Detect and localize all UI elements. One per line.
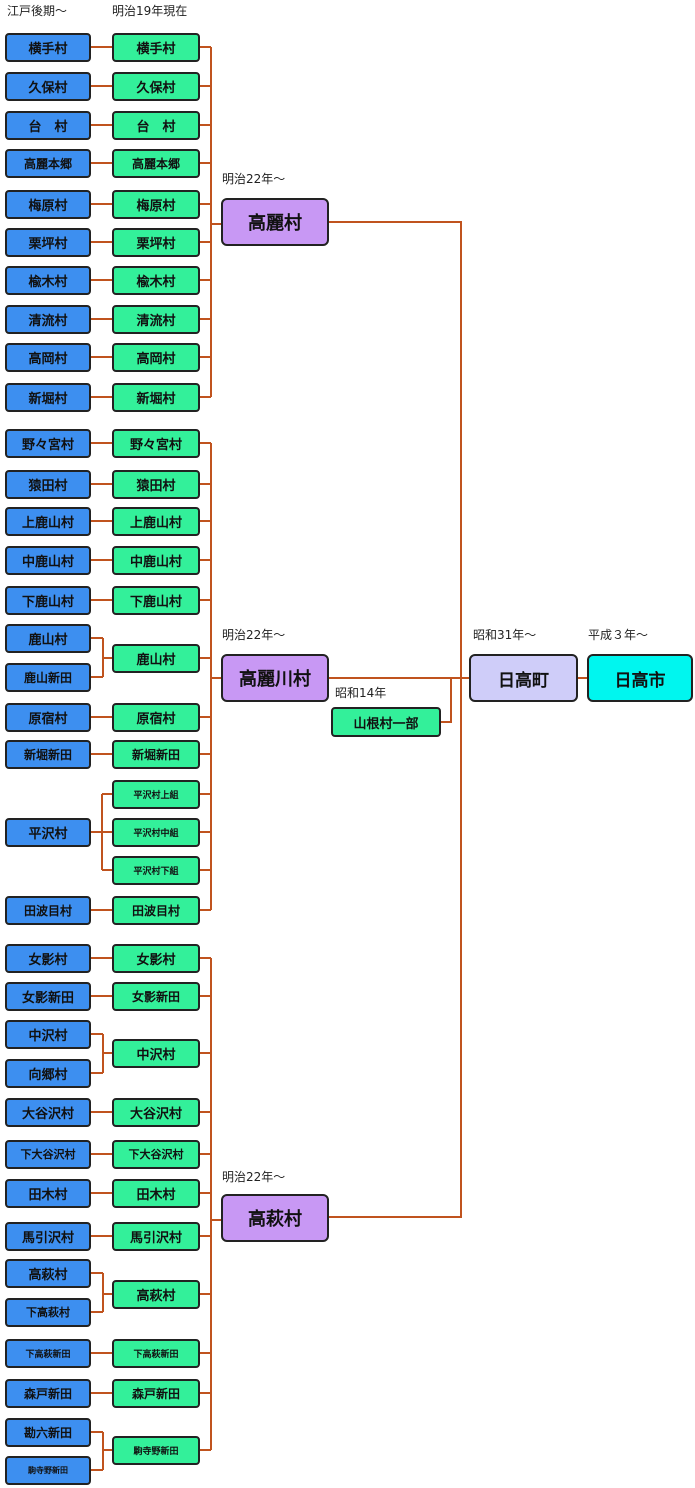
meiji19-village-box: 平沢村下組	[112, 855, 200, 885]
edo-village-box: 駒寺野新田	[5, 1455, 91, 1485]
meiji22-village-box: 高麗村	[221, 198, 329, 246]
meiji19-village-box: 下大谷沢村	[112, 1139, 200, 1169]
edo-village-box: 上鹿山村	[5, 506, 91, 536]
heisei3-city-box: 日高市	[587, 654, 693, 702]
meiji19-village-box: 田波目村	[112, 895, 200, 925]
meiji19-village-box: 中沢村	[112, 1038, 200, 1068]
edo-village-box: 高萩村	[5, 1258, 91, 1288]
edo-village-box: 中鹿山村	[5, 545, 91, 575]
meiji19-village-box: 原宿村	[112, 702, 200, 732]
edo-village-box: 新堀村	[5, 382, 91, 412]
showa14-village-box: 山根村一部	[331, 707, 441, 737]
meiji19-village-box: 中鹿山村	[112, 545, 200, 575]
edo-village-box: 中沢村	[5, 1019, 91, 1049]
edo-village-box: 台 村	[5, 110, 91, 140]
edo-village-box: 下高萩新田	[5, 1338, 91, 1368]
meiji19-village-box: 平沢村中組	[112, 817, 200, 847]
edo-village-box: 向郷村	[5, 1058, 91, 1088]
meiji22-to-showa-line	[329, 221, 462, 1218]
meiji19-village-box: 平沢村上組	[112, 779, 200, 809]
meiji19-village-box: 鹿山村	[112, 643, 200, 673]
meiji19-village-box: 野々宮村	[112, 428, 200, 458]
header-showa14: 昭和14年	[335, 686, 387, 700]
header-edo: 江戸後期〜	[7, 4, 68, 18]
edo-village-box: 田木村	[5, 1178, 91, 1208]
meiji19-village-box: 清流村	[112, 304, 200, 334]
meiji19-village-box: 楡木村	[112, 265, 200, 295]
meiji19-village-box: 田木村	[112, 1178, 200, 1208]
edo-village-box: 女影村	[5, 943, 91, 973]
edo-village-box: 平沢村	[5, 817, 91, 847]
edo-village-box: 横手村	[5, 32, 91, 62]
meiji19-village-box: 猿田村	[112, 469, 200, 499]
edo-village-box: 高岡村	[5, 342, 91, 372]
edo-village-box: 清流村	[5, 304, 91, 334]
meiji22-village-box: 高萩村	[221, 1194, 329, 1242]
edo-village-box: 久保村	[5, 71, 91, 101]
edo-village-box: 下鹿山村	[5, 585, 91, 615]
header-meiji22: 明治22年〜	[222, 172, 286, 186]
meiji19-village-box: 上鹿山村	[112, 506, 200, 536]
meiji19-village-box: 栗坪村	[112, 227, 200, 257]
meiji19-village-box: 馬引沢村	[112, 1221, 200, 1251]
meiji19-village-box: 新堀新田	[112, 739, 200, 769]
edo-village-box: 馬引沢村	[5, 1221, 91, 1251]
edo-village-box: 下高萩村	[5, 1297, 91, 1327]
meiji19-village-box: 久保村	[112, 71, 200, 101]
meiji19-village-box: 森戸新田	[112, 1378, 200, 1408]
edo-village-box: 大谷沢村	[5, 1097, 91, 1127]
meiji19-village-box: 女影村	[112, 943, 200, 973]
meiji19-village-box: 高萩村	[112, 1279, 200, 1309]
meiji19-village-box: 高麗本郷	[112, 148, 200, 178]
edo-village-box: 野々宮村	[5, 428, 91, 458]
header-heisei3: 平成３年〜	[588, 628, 649, 642]
edo-village-box: 下大谷沢村	[5, 1139, 91, 1169]
edo-village-box: 梅原村	[5, 189, 91, 219]
edo-village-box: 鹿山村	[5, 623, 91, 653]
edo-village-box: 新堀新田	[5, 739, 91, 769]
meiji19-village-box: 大谷沢村	[112, 1097, 200, 1127]
edo-village-box: 勘六新田	[5, 1417, 91, 1447]
edo-village-box: 女影新田	[5, 981, 91, 1011]
meiji19-village-box: 下鹿山村	[112, 585, 200, 615]
showa31-town-box: 日高町	[469, 654, 578, 702]
showa14-to-showa-line	[441, 678, 452, 723]
meiji19-village-box: 下高萩新田	[112, 1338, 200, 1368]
meiji22-village-box: 高麗川村	[221, 654, 329, 702]
header-showa31: 昭和31年〜	[473, 628, 537, 642]
meiji19-village-box: 新堀村	[112, 382, 200, 412]
edo-village-box: 猿田村	[5, 469, 91, 499]
edo-village-box: 楡木村	[5, 265, 91, 295]
meiji19-village-box: 女影新田	[112, 981, 200, 1011]
meiji19-village-box: 高岡村	[112, 342, 200, 372]
meiji19-village-box: 横手村	[112, 32, 200, 62]
edo-village-box: 田波目村	[5, 895, 91, 925]
meiji19-village-box: 駒寺野新田	[112, 1435, 200, 1465]
meiji19-village-box: 梅原村	[112, 189, 200, 219]
edo-village-box: 栗坪村	[5, 227, 91, 257]
header-meiji22: 明治22年〜	[222, 1170, 286, 1184]
edo-village-box: 原宿村	[5, 702, 91, 732]
header-meiji19: 明治19年現在	[112, 4, 188, 18]
edo-village-box: 鹿山新田	[5, 662, 91, 692]
meiji19-village-box: 台 村	[112, 110, 200, 140]
header-meiji22: 明治22年〜	[222, 628, 286, 642]
edo-village-box: 森戸新田	[5, 1378, 91, 1408]
edo-village-box: 高麗本郷	[5, 148, 91, 178]
